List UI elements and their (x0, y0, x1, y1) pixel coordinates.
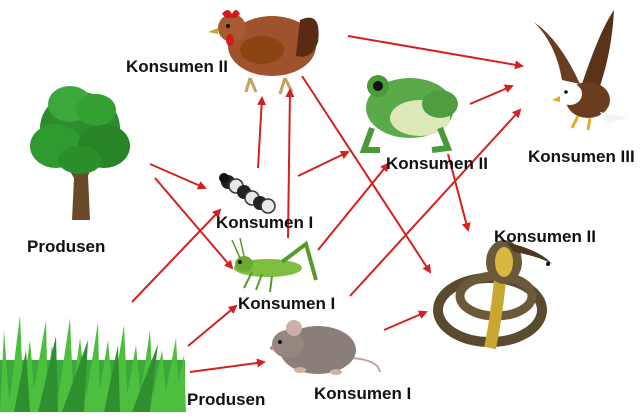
arrow-mouse-to-cobra (383, 310, 428, 331)
mouse-icon (270, 320, 381, 375)
arrow-grass-to-grasshopper (187, 304, 238, 347)
label-grass: Produsen (187, 390, 266, 409)
label-hen: Konsumen II (126, 57, 229, 76)
label-frog: Konsumen II (386, 154, 489, 173)
label-mouse: Konsumen I (314, 384, 412, 403)
label-eagle: Konsumen III (528, 147, 635, 166)
arrow-caterpillar-to-hen (257, 96, 267, 169)
hen-icon (208, 10, 319, 95)
cobra-icon (433, 240, 552, 350)
arrow-frog-to-cobra (447, 153, 471, 232)
arrow-hen-to-cobra (301, 75, 432, 274)
grass-icon (0, 315, 186, 412)
arrow-grasshopper-to-hen (285, 88, 295, 239)
label-grasshopper: Konsumen I (238, 294, 336, 313)
eagle-icon (534, 10, 628, 131)
tree-icon (30, 86, 130, 220)
caterpillar-icon (219, 173, 276, 214)
label-tree: Produsen (27, 237, 106, 256)
arrow-hen-to-eagle (347, 35, 524, 70)
label-snake: Konsumen II (494, 227, 597, 246)
arrow-grass-to-mouse (189, 358, 266, 373)
arrow-tree-to-grasshopper (154, 177, 234, 270)
arrow-grass-to-caterpillar (131, 208, 222, 303)
arrow-caterpillar-to-frog (297, 150, 350, 177)
arrow-frog-to-eagle (469, 84, 514, 105)
frog-icon (359, 75, 458, 153)
arrow-grasshopper-to-frog (317, 162, 390, 251)
label-caterpillar: Konsumen I (216, 213, 314, 232)
grasshopper-icon (231, 237, 318, 293)
arrow-mouse-to-eagle (349, 108, 522, 297)
arrow-tree-to-caterpillar (149, 163, 207, 190)
